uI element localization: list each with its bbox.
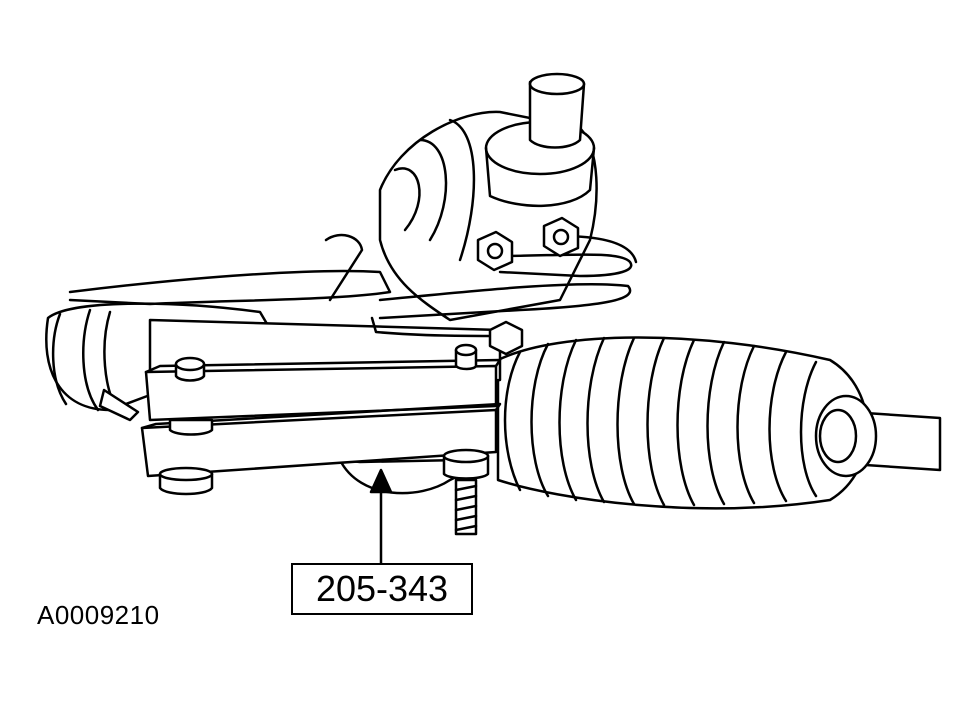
leader-arrow: [369, 468, 393, 565]
tool-bolt-top-right: [454, 343, 478, 371]
tool-lower-bar: [140, 402, 502, 478]
tool-upper-bar: [144, 358, 502, 422]
input-shaft: [528, 72, 586, 149]
tool-nut-bottom-left: [158, 466, 214, 496]
tool-bolt-top-left: [174, 356, 206, 382]
tool-threaded-stud: [454, 478, 478, 536]
line-fitting-lower: [488, 320, 524, 356]
figure-id: A0009210: [37, 600, 160, 630]
bellows-boot: [496, 336, 878, 510]
line-fitting-left: [476, 230, 514, 272]
valve-body: [378, 110, 598, 322]
line-fitting-right: [542, 216, 580, 258]
tool-nut-middle-left: [168, 418, 214, 436]
tool-number-label: 205-343: [291, 563, 473, 615]
tool-nut-bottom-right: [442, 448, 490, 480]
